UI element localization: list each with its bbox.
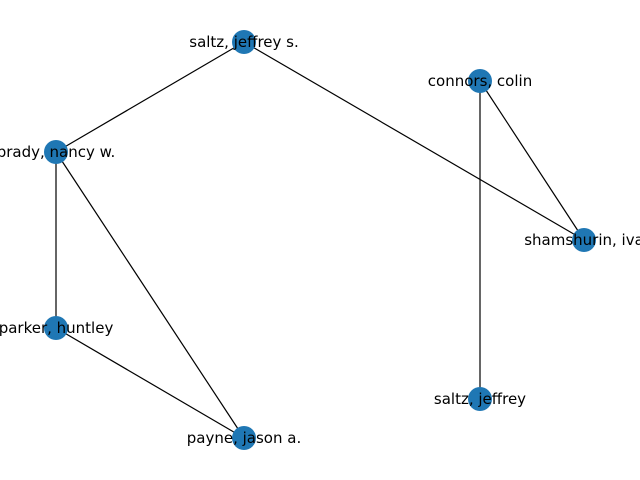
edges-layer bbox=[55, 41, 585, 439]
node-label-parker: parker, huntley bbox=[0, 319, 113, 337]
node-shamshurin bbox=[572, 228, 596, 252]
edge-parker-payne bbox=[55, 327, 245, 439]
node-label-payne: payne, jason a. bbox=[187, 429, 301, 447]
node-label-saltz_j: saltz, jeffrey bbox=[434, 390, 526, 408]
node-brady bbox=[44, 140, 68, 164]
node-payne bbox=[232, 426, 256, 450]
nodes-layer bbox=[44, 30, 596, 450]
node-label-shamshurin: shamshurin, iva bbox=[524, 231, 640, 249]
node-label-connors: connors, colin bbox=[428, 72, 532, 90]
node-saltz_j bbox=[468, 387, 492, 411]
node-label-brady: brady, nancy w. bbox=[0, 143, 115, 161]
node-label-saltz_js: saltz, jeffrey s. bbox=[189, 33, 299, 51]
labels-layer: saltz, jeffrey s. connors, colin brady, na… bbox=[0, 33, 640, 447]
edge-brady-payne bbox=[55, 151, 245, 439]
edge-saltz_js-brady bbox=[55, 41, 245, 153]
node-connors bbox=[468, 69, 492, 93]
node-parker bbox=[44, 316, 68, 340]
node-saltz_js bbox=[232, 30, 256, 54]
edge-saltz_js-shamshurin bbox=[243, 41, 585, 241]
edge-connors-shamshurin bbox=[479, 80, 585, 241]
